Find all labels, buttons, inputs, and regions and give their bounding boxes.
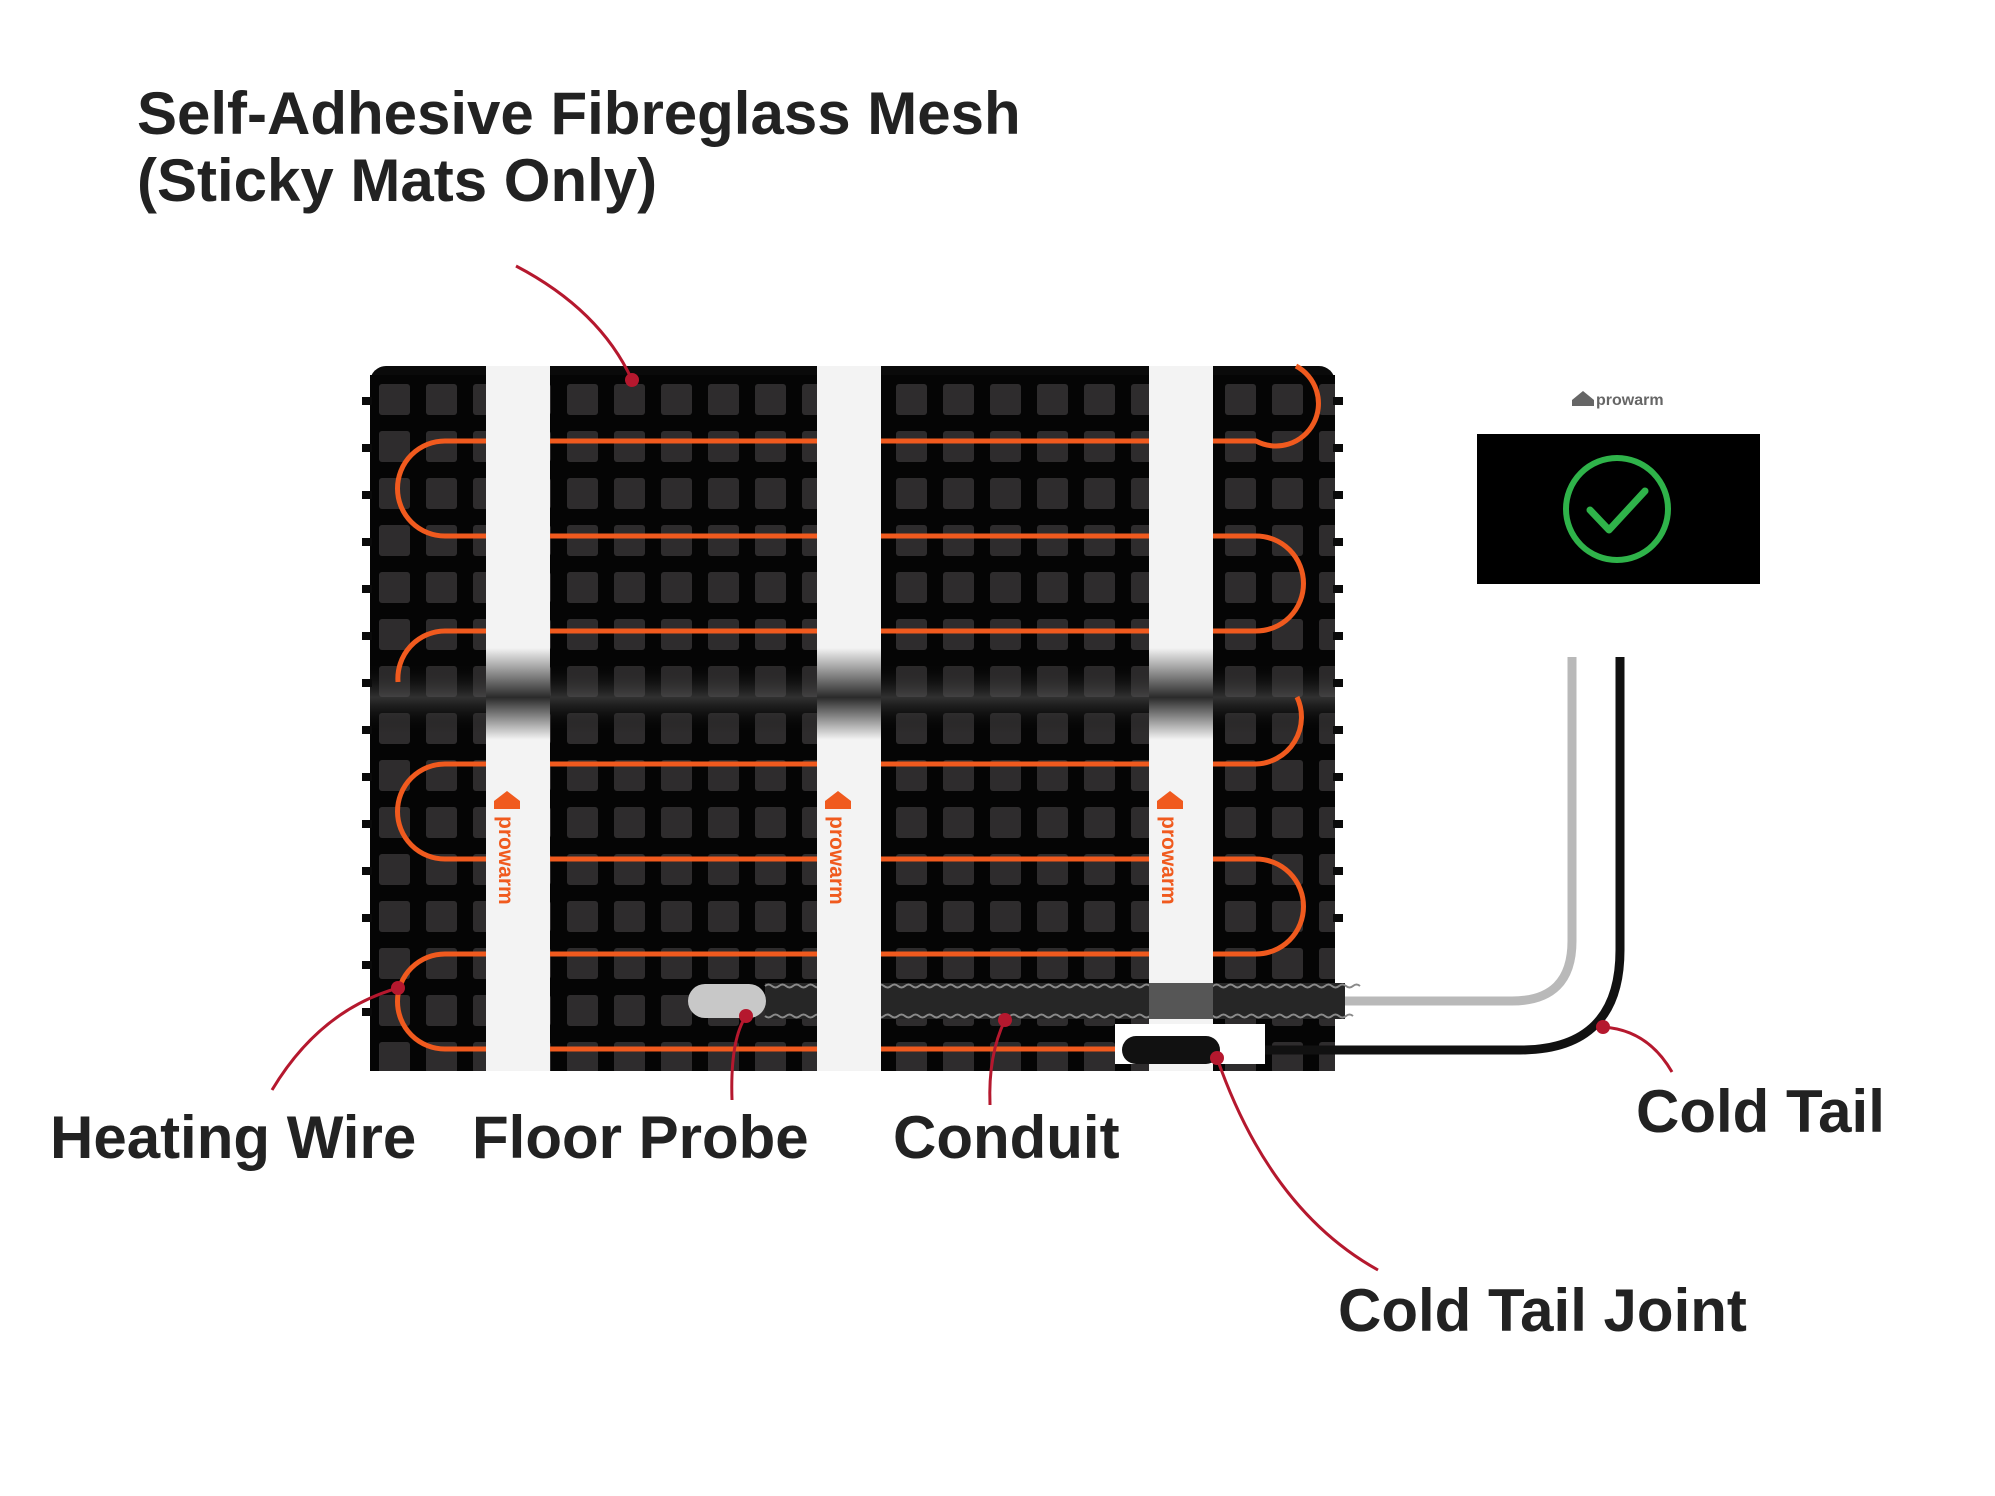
prowarm-logo-text: prowarm <box>825 816 848 905</box>
cold-tail-joint-label: Cold Tail Joint <box>1338 1277 1747 1344</box>
floor-probe <box>688 984 766 1018</box>
conduit-label: Conduit <box>893 1104 1120 1171</box>
prowarm-logo-text: prowarm <box>494 816 517 905</box>
mesh-label: Self-Adhesive Fibreglass Mesh (Sticky Ma… <box>137 80 1021 214</box>
tape-strip <box>1149 366 1213 1071</box>
floor-probe-label: Floor Probe <box>472 1104 809 1171</box>
callout-mesh <box>515 264 634 381</box>
heating-wire-label: Heating Wire <box>50 1104 417 1171</box>
cold-tail-label: Cold Tail <box>1636 1078 1885 1145</box>
cold-tail-joint <box>1115 1024 1265 1064</box>
check-circle-icon <box>1563 455 1671 563</box>
callout-dots <box>391 373 1610 1065</box>
thermostat: prowarm <box>1477 391 1760 584</box>
callout-cold-tail <box>1602 1025 1674 1073</box>
callout-lines <box>270 264 1674 1272</box>
thermostat-brand-text: prowarm <box>1596 392 1664 409</box>
callout-cold-tail-joint <box>1215 1057 1379 1272</box>
adhesive-tape-strips <box>486 366 1213 1071</box>
probe-cable <box>1345 657 1577 1006</box>
mesh-label-line2: (Sticky Mats Only) <box>137 147 658 215</box>
tape-strip <box>486 366 550 1071</box>
thermostat-brand: prowarm <box>1572 391 1664 409</box>
callout-conduit <box>988 1019 1007 1106</box>
callout-heating-wire <box>270 986 399 1091</box>
prowarm-logo-text: prowarm <box>1157 816 1180 905</box>
tape-strip <box>817 366 881 1071</box>
cold-tail-cable <box>1265 657 1625 1055</box>
prowarm-logo: prowarm <box>825 791 851 905</box>
conduit-over-tape <box>1149 983 1213 1019</box>
mesh-label-line1: Self-Adhesive Fibreglass Mesh <box>137 80 1021 147</box>
prowarm-logo: prowarm <box>494 791 520 905</box>
prowarm-logo: prowarm <box>1157 791 1183 905</box>
